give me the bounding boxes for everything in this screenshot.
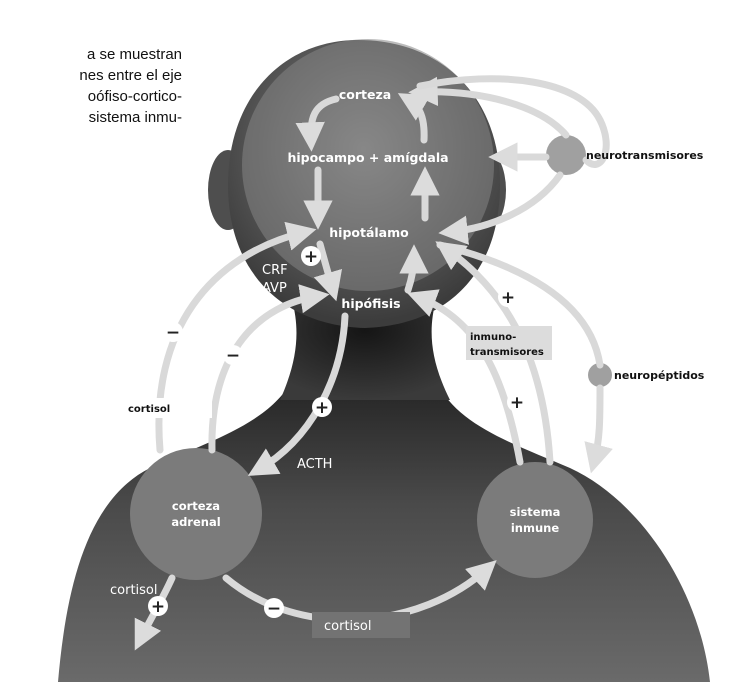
label-cortisol-bottom: cortisol [324,619,372,634]
svg-text:+: + [501,288,515,308]
label-avp: AVP [262,281,287,296]
arrow-neuropeptidos-to-inmune [594,388,600,462]
label-cortisol-left: cortisol [128,404,170,415]
label-corteza: corteza [339,87,391,102]
sign-plus-acth: + [312,397,332,418]
label-inmuno-1: inmuno- [470,332,516,343]
svg-text:+: + [510,393,524,413]
sistema-inmune-circle [477,462,593,578]
sign-minus-cortisol-outer: − [163,322,183,343]
label-hipocampo-amigdala: hipocampo + amígdala [287,150,448,165]
sign-plus-inmuno-bottom: + [507,392,527,413]
label-sistema-inmune-2: inmune [511,521,559,535]
sign-minus-cortisol-inner: − [223,345,243,366]
label-crf: CRF [262,263,288,278]
sign-plus-inmuno-top: + [498,287,518,308]
label-neuropeptidos: neuropéptidos [614,369,705,382]
svg-text:+: + [151,597,165,617]
label-corteza-adrenal-1: corteza [172,499,220,513]
sign-minus-cortisol-bottom: − [264,598,284,619]
label-hipofisis: hipófisis [341,296,400,311]
label-acth: ACTH [297,457,332,472]
label-neurotransmisores: neurotransmisores [586,149,704,162]
svg-text:−: − [226,346,240,366]
label-corteza-adrenal-2: adrenal [171,515,220,529]
corteza-adrenal-circle [130,448,262,580]
label-hipotalamo: hipotálamo [329,225,409,240]
label-inmuno-2: transmisores [470,347,544,358]
label-sistema-inmune-1: sistema [510,505,561,519]
sign-plus-cortisol-out: + [148,596,168,617]
svg-text:+: + [304,247,318,267]
svg-text:−: − [166,323,180,343]
sign-plus-crf: + [301,246,321,267]
neurotransmisores-node [546,135,586,175]
svg-text:−: − [267,599,281,619]
label-cortisol-bottom-left: cortisol [110,583,158,598]
svg-text:+: + [315,398,329,418]
